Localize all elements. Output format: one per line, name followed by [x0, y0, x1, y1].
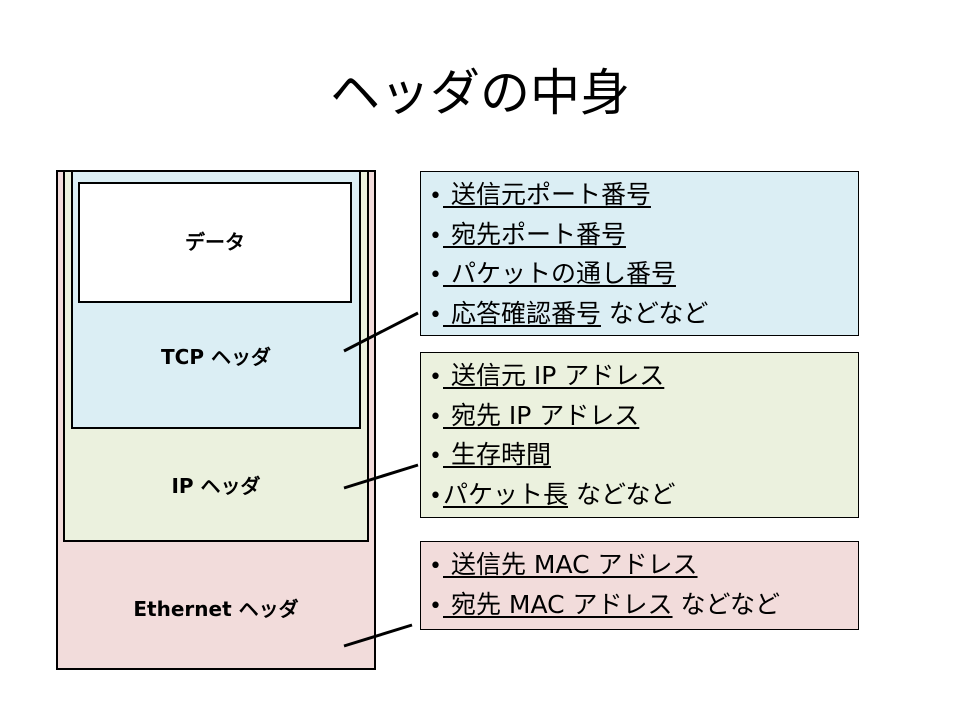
- ethernet-layer-label: Ethernet ヘッダ: [133, 597, 299, 621]
- bullet: •: [429, 184, 442, 209]
- bullet: •: [429, 483, 442, 509]
- tcp-field-item: • 宛先ポート番号: [429, 216, 858, 256]
- ip-connector-line: [343, 463, 419, 490]
- ethernet-header-fields-box: • 送信先 MAC アドレス • 宛先 MAC アドレス などなど: [420, 541, 859, 630]
- bullet: •: [429, 593, 442, 619]
- slide-title: ヘッダの中身: [330, 64, 630, 122]
- field-suffix: などなど: [568, 479, 676, 509]
- bullet: •: [429, 404, 442, 430]
- ip-field-item: • 宛先 IP アドレス: [429, 397, 858, 437]
- tcp-layer-label: TCP ヘッダ: [161, 345, 271, 369]
- field-name: 宛先 MAC アドレス: [443, 589, 673, 619]
- ethernet-field-item: • 送信先 MAC アドレス: [429, 546, 858, 586]
- ip-layer-label: IP ヘッダ: [171, 474, 261, 498]
- tcp-header-fields-box: • 送信元ポート番号 • 宛先ポート番号 • パケットの通し番号 • 応答確認番…: [420, 171, 859, 336]
- field-name: 送信先 MAC アドレス: [443, 550, 698, 579]
- field-name: パケット長: [443, 479, 569, 509]
- data-layer-box: [78, 182, 352, 303]
- data-layer-label: データ: [185, 230, 245, 254]
- bullet: •: [429, 444, 442, 469]
- tcp-field-item: • 送信元ポート番号: [429, 176, 858, 216]
- ethernet-connector-line: [343, 623, 413, 648]
- tcp-field-item: • パケットの通し番号: [429, 255, 858, 295]
- field-name: 送信元ポート番号: [443, 180, 651, 209]
- field-name: 宛先 IP アドレス: [443, 400, 640, 430]
- bullet: •: [429, 554, 442, 579]
- bullet: •: [429, 263, 442, 288]
- field-name: 生存時間: [443, 440, 551, 469]
- ethernet-field-item: • 宛先 MAC アドレス などなど: [429, 586, 858, 626]
- tcp-connector-line: [343, 311, 419, 353]
- field-suffix: などなど: [600, 298, 709, 328]
- field-name: パケットの通し番号: [443, 259, 676, 288]
- bullet: •: [429, 365, 442, 390]
- ip-field-item: •パケット長 などなど: [429, 476, 858, 516]
- field-name: 宛先ポート番号: [443, 219, 626, 249]
- field-name: 応答確認番号: [443, 298, 601, 328]
- field-suffix: などなど: [672, 589, 780, 619]
- ip-field-item: • 送信元 IP アドレス: [429, 357, 858, 397]
- tcp-field-item: • 応答確認番号 などなど: [429, 295, 858, 335]
- bullet: •: [429, 302, 442, 328]
- ip-header-fields-box: • 送信元 IP アドレス • 宛先 IP アドレス • 生存時間 •パケット長…: [420, 352, 859, 518]
- field-name: 送信元 IP アドレス: [443, 361, 665, 390]
- bullet: •: [429, 223, 442, 249]
- ip-field-item: • 生存時間: [429, 436, 858, 476]
